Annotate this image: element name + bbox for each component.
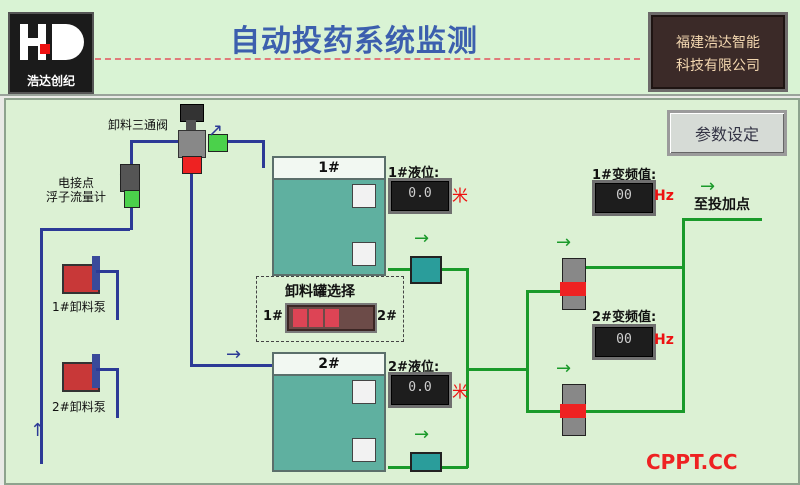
- tank-select-right-label: 2#: [377, 309, 397, 324]
- pipe-dosing-top: [682, 218, 762, 221]
- three-way-valve-label: 卸料三通阀: [108, 118, 169, 132]
- float-flowmeter-status: [124, 190, 140, 208]
- company-name-line2: 科技有限公司: [676, 58, 760, 74]
- company-name-line1: 福建浩达智能: [676, 35, 760, 51]
- tank2-top: [274, 354, 384, 376]
- tank2-sensor-icon: [352, 380, 376, 404]
- flow-arrow-dosing: →: [700, 176, 716, 197]
- company-name-plate: 福建浩达智能 科技有限公司: [648, 12, 788, 92]
- pipe-pump-a-in: [526, 290, 564, 293]
- pipe-left-top: [40, 228, 130, 231]
- page-title: 自动投药系统监测: [230, 24, 478, 59]
- company-logo: 浩达创纪: [8, 12, 94, 94]
- tank1-top: [274, 158, 384, 180]
- pump2-flange: [92, 354, 100, 388]
- pipe-valve-right: [225, 140, 265, 143]
- pipe-to-tank2: [190, 364, 272, 367]
- flow-arrow-tank1-out: →: [414, 228, 430, 249]
- vfd2-unit: Hz: [654, 332, 674, 348]
- pipe-pumps-vertical: [526, 290, 529, 410]
- switch-bar-1: [293, 309, 307, 327]
- pipe-pump2-vertical: [116, 368, 119, 418]
- logo-text: 浩达创纪: [26, 74, 75, 88]
- three-way-valve-body[interactable]: [178, 130, 206, 158]
- float-meter-label-line2: 浮子流量计: [46, 190, 107, 204]
- tank2-level-display: 0.0: [388, 372, 452, 408]
- pipe-pump2-out: [96, 368, 118, 371]
- tank2[interactable]: 2#: [272, 352, 386, 472]
- flow-arrow-valve-right: ↗: [208, 120, 224, 141]
- vfd2-label: 2#变频值:: [592, 310, 657, 325]
- tank2-sensor-low-icon: [352, 438, 376, 462]
- tank1-name: 1#: [318, 160, 340, 176]
- vfd2-display: 00: [592, 324, 656, 360]
- param-settings-button[interactable]: 参数设定: [667, 110, 787, 156]
- vfd1-label: 1#变频值:: [592, 168, 657, 183]
- pipe-valve-down: [190, 172, 193, 366]
- dosing-pump-a-status: [560, 282, 586, 296]
- tank1-level-display: 0.0: [388, 178, 452, 214]
- hd-logo-icon: [20, 24, 84, 60]
- pump2-label: 2#卸料泵: [52, 400, 106, 414]
- switch-bar-3: [325, 309, 339, 327]
- watermark: CPPT.CC: [646, 450, 738, 474]
- pipe-pump-b-out: [584, 410, 684, 413]
- tank1-sensor-low-icon: [352, 242, 376, 266]
- flowmeter-tank1-out-icon: [410, 256, 442, 284]
- float-meter-label-line1: 电接点: [58, 176, 95, 190]
- switch-bar-2: [309, 309, 323, 327]
- pipe-dosing-vertical: [682, 218, 685, 413]
- header: 浩达创纪 自动投药系统监测 福建浩达智能 科技有限公司: [0, 0, 800, 96]
- flow-arrow-tank2-out: →: [414, 424, 430, 445]
- tank2-level-value: 0.0: [408, 380, 432, 395]
- vfd1-value: 00: [616, 188, 632, 203]
- tank1[interactable]: 1#: [272, 156, 386, 276]
- dosing-pump-b-status: [560, 404, 586, 418]
- title-underline: [95, 58, 640, 60]
- flow-arrow-pump-b: →: [556, 358, 572, 379]
- tank-select-left-label: 1#: [263, 309, 283, 324]
- pipe-pump-b-in: [526, 410, 564, 413]
- flow-arrow-pump-a: →: [556, 232, 572, 253]
- valve-port-right-status: [208, 134, 228, 152]
- flowmeter-tank2-out-icon: [410, 452, 442, 472]
- flow-arrow-left-up: ↑: [30, 420, 46, 441]
- vfd2-value: 00: [616, 332, 632, 347]
- pump1-label: 1#卸料泵: [52, 300, 106, 314]
- tank2-level-label: 2#液位:: [388, 360, 440, 375]
- vfd1-unit: Hz: [654, 188, 674, 204]
- vfd1-display: 00: [592, 180, 656, 216]
- tank1-sensor-icon: [352, 184, 376, 208]
- pipe-meter-top: [130, 140, 188, 143]
- tank-select-switch[interactable]: [285, 303, 377, 333]
- float-flowmeter-icon: [120, 164, 140, 192]
- tank2-level-unit: 米: [452, 382, 469, 401]
- tank-select-title: 卸料罐选择: [285, 284, 355, 300]
- valve-stem: [186, 120, 196, 134]
- to-dosing-point-label: 至投加点: [694, 197, 750, 213]
- tank2-name: 2#: [318, 356, 340, 372]
- pipe-pump-a-out: [584, 266, 684, 269]
- flow-arrow-tank2-in: →: [226, 344, 242, 365]
- tank1-level-label: 1#液位:: [388, 166, 440, 181]
- pump1-flange: [92, 256, 100, 290]
- tank1-level-value: 0.0: [408, 186, 432, 201]
- pipe-valve-right-down: [262, 140, 265, 168]
- tank1-level-unit: 米: [452, 186, 469, 205]
- pipe-pump1-vertical: [116, 270, 119, 320]
- pipe-left-vertical: [40, 228, 43, 464]
- pipe-out-mid: [466, 368, 528, 371]
- tank-selector: 卸料罐选择 1# 2#: [256, 276, 404, 342]
- pipe-pump1-out: [96, 270, 118, 273]
- valve-port-down-status: [182, 156, 202, 174]
